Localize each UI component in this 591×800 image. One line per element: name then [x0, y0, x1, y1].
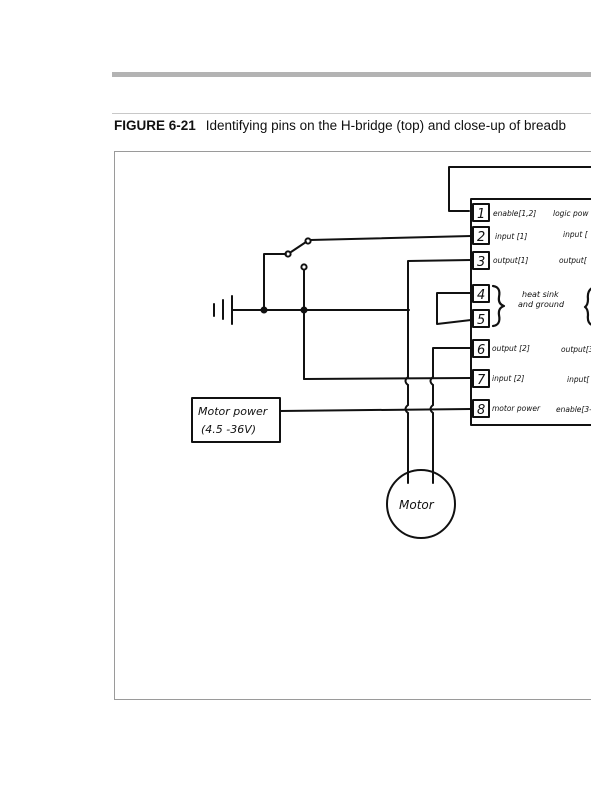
wire-pin6-output — [432, 347, 472, 378]
pin-5-box — [472, 309, 490, 328]
caption-rule — [112, 113, 591, 114]
heat-sink-brace-right — [583, 287, 591, 326]
pin-3-label: output[1] — [493, 256, 528, 265]
heat-sink-brace-left — [491, 284, 506, 328]
chip-pins — [472, 203, 490, 418]
right-label-logic-power: logic pow — [553, 209, 589, 218]
pin-6-number: 6 — [477, 343, 485, 358]
motor-power-voltage: (4.5 -36V) — [201, 423, 256, 436]
pin-4-number: 4 — [477, 288, 485, 303]
right-label-input-3: input[ — [567, 375, 590, 384]
wire-heat-sink-ground — [436, 292, 472, 325]
pin-7-number: 7 — [477, 373, 486, 388]
pin-6-label: output [2] — [492, 344, 530, 353]
breadboard-outline — [448, 166, 591, 212]
pin-2-number: 2 — [477, 230, 485, 245]
figure-caption-text: Identifying pins on the H-bridge (top) a… — [205, 118, 567, 133]
wire-switch-left — [263, 253, 287, 311]
wire-pin7-input — [303, 377, 472, 380]
heat-sink-label-line2: and ground — [518, 300, 565, 309]
pin-2-label: input [1] — [495, 232, 527, 241]
pin-4-box — [472, 284, 490, 303]
wire-pin3-output — [407, 259, 472, 378]
pin-2-box — [472, 226, 490, 245]
pin-8-number: 8 — [477, 403, 485, 418]
motor-label: Motor — [399, 498, 435, 512]
heat-sink-label-line1: heat sink — [522, 290, 559, 299]
top-rule — [112, 72, 591, 77]
pin-1-number: 1 — [477, 207, 485, 222]
figure-frame: 1 2 3 4 5 6 7 8 enable[1,2] input [1] ou… — [114, 151, 591, 700]
pin-6-box — [472, 339, 490, 358]
junction-ground-switch — [260, 306, 268, 314]
figure-label: FIGURE 6-21 — [114, 118, 196, 133]
h-bridge-chip — [470, 198, 591, 426]
pin-1-box — [472, 203, 490, 222]
right-label-enable-3-4: enable[3-4 — [556, 405, 591, 414]
junction-ground-switch-down — [300, 306, 308, 314]
wires — [213, 235, 472, 484]
motor-power-label: Motor power — [198, 405, 269, 418]
pin-8-label: motor power — [492, 404, 541, 413]
switch-contact-c — [300, 263, 308, 271]
pin-5-number: 5 — [477, 313, 485, 328]
pin-8-box — [472, 399, 490, 418]
motor-power-box — [191, 397, 281, 443]
pin-3-number: 3 — [477, 255, 485, 270]
right-label-output-3: output[3 — [561, 345, 591, 354]
pin-7-label: input [2] — [492, 374, 524, 383]
pin-1-label: enable[1,2] — [493, 209, 536, 218]
figure-caption: FIGURE 6-21 Identifying pins on the H-bri… — [114, 118, 566, 133]
h-bridge-wiring-diagram: 1 2 3 4 5 6 7 8 enable[1,2] input [1] ou… — [191, 166, 591, 539]
pin-7-box — [472, 369, 490, 388]
motor-symbol — [386, 469, 456, 539]
right-label-output-4: output[ — [559, 256, 588, 265]
switch-lever — [290, 241, 307, 253]
wire-pin8-motor-power — [279, 408, 472, 412]
right-label-input-4: input [ — [563, 230, 589, 239]
pin-3-box — [472, 251, 490, 270]
wire-pin2-input — [309, 235, 472, 241]
